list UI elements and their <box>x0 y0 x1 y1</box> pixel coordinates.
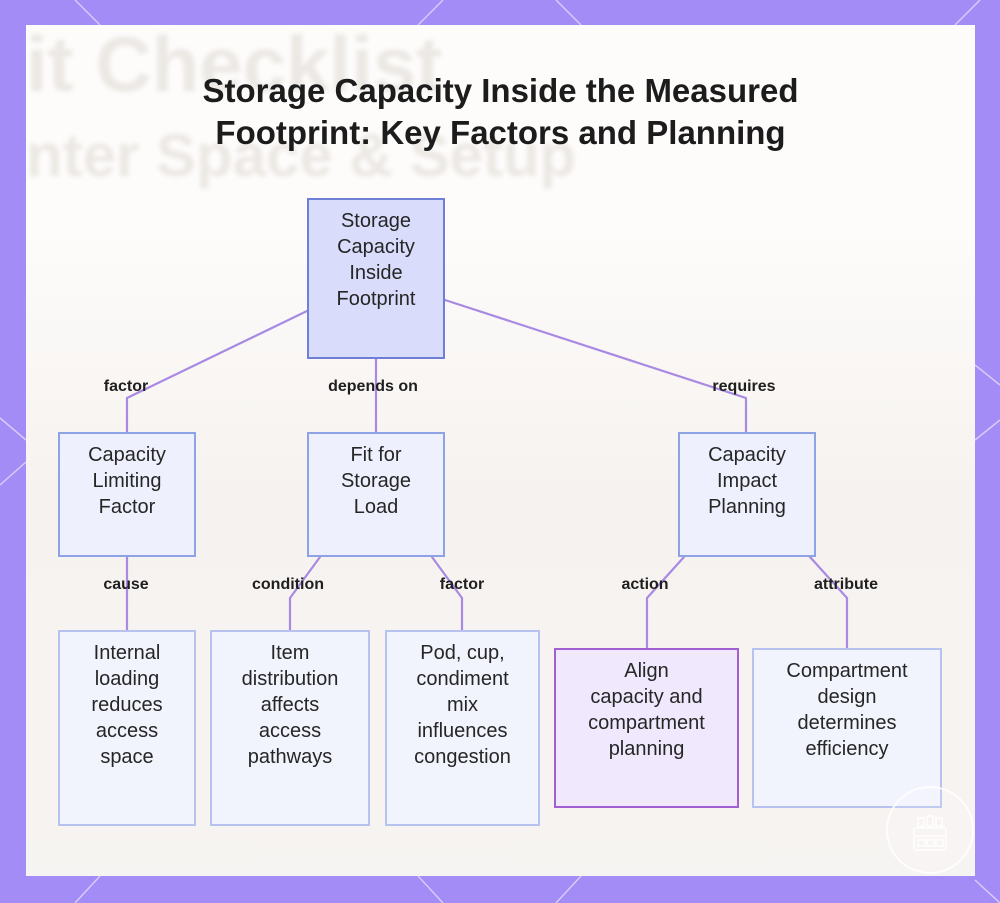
node-text: Pod, cup, <box>420 642 505 664</box>
title-line-2: Footprint: Key Factors and Planning <box>215 114 786 151</box>
edge-label-factor-bottom: factor <box>439 576 485 593</box>
node-capacity-impact-planning: Capacity Impact Planning <box>678 432 816 557</box>
page-title: Storage Capacity Inside the Measured Foo… <box>26 70 975 154</box>
node-internal-loading: Internal loading reduces access space <box>58 630 196 826</box>
edge-root-planning <box>443 298 748 434</box>
node-text: Item <box>270 642 310 664</box>
title-line-1: Storage Capacity Inside the Measured <box>202 72 799 109</box>
edge-root-limiting <box>125 309 309 434</box>
node-text: Capacity <box>88 444 166 466</box>
edge-planning-align <box>645 555 686 650</box>
edge-label-depends-on: depends on <box>328 378 418 395</box>
node-text: compartment <box>588 712 705 734</box>
edge-label-condition: condition <box>252 576 324 593</box>
node-text: affects <box>260 694 320 716</box>
node-text: Capacity <box>337 236 415 258</box>
edge-planning-compartment <box>808 555 849 650</box>
node-text: determines <box>797 712 897 734</box>
node-text: Capacity <box>708 444 786 466</box>
node-text: mix <box>446 694 479 716</box>
node-capacity-limiting-factor: Capacity Limiting Factor <box>58 432 196 557</box>
node-text: space <box>100 746 154 768</box>
node-text: design <box>817 686 877 708</box>
node-text: influences <box>417 720 508 742</box>
node-text: Planning <box>708 496 786 518</box>
node-text: Align <box>624 660 669 682</box>
node-text: condiment <box>416 668 509 690</box>
node-text: capacity and <box>590 686 703 708</box>
node-text: planning <box>608 738 685 760</box>
node-text: Storage <box>340 470 412 492</box>
edge-label-factor-top: factor <box>103 378 149 395</box>
node-item-distribution: Item distribution affects access pathway… <box>210 630 370 826</box>
node-text: Load <box>353 496 399 518</box>
node-text: Fit for <box>350 444 402 466</box>
node-text: Compartment <box>786 660 908 682</box>
edge-label-cause: cause <box>103 576 149 593</box>
node-text: access <box>258 720 322 742</box>
node-text: Storage <box>340 210 412 232</box>
node-align-capacity: Align capacity and compartment planning <box>554 648 739 808</box>
node-text: congestion <box>414 746 511 768</box>
edge-label-requires: requires <box>712 378 776 395</box>
node-text: Impact <box>716 470 778 492</box>
logo-icon <box>913 815 947 851</box>
node-text: distribution <box>241 668 339 690</box>
node-text: Factor <box>98 496 156 518</box>
node-compartment-design: Compartment design determines efficiency <box>752 648 942 808</box>
node-storage-capacity: Storage Capacity Inside Footprint <box>307 198 445 359</box>
edge-fit-distribution <box>288 555 322 632</box>
node-text: Inside <box>349 262 403 284</box>
node-text: Footprint <box>336 288 416 310</box>
edge-label-action: action <box>621 576 669 593</box>
node-text: Internal <box>93 642 161 664</box>
node-text: reduces <box>91 694 163 716</box>
edge-fit-pod <box>430 555 464 632</box>
node-pod-cup-condiment: Pod, cup, condiment mix influences conge… <box>385 630 540 826</box>
edge-label-attribute: attribute <box>814 576 878 593</box>
node-text: access <box>95 720 159 742</box>
node-text: pathways <box>247 746 333 768</box>
node-fit-for-storage-load: Fit for Storage Load <box>307 432 445 557</box>
node-text: efficiency <box>805 738 889 760</box>
node-text: Limiting <box>92 470 162 492</box>
node-text: loading <box>94 668 160 690</box>
watermark-logo <box>886 786 974 874</box>
